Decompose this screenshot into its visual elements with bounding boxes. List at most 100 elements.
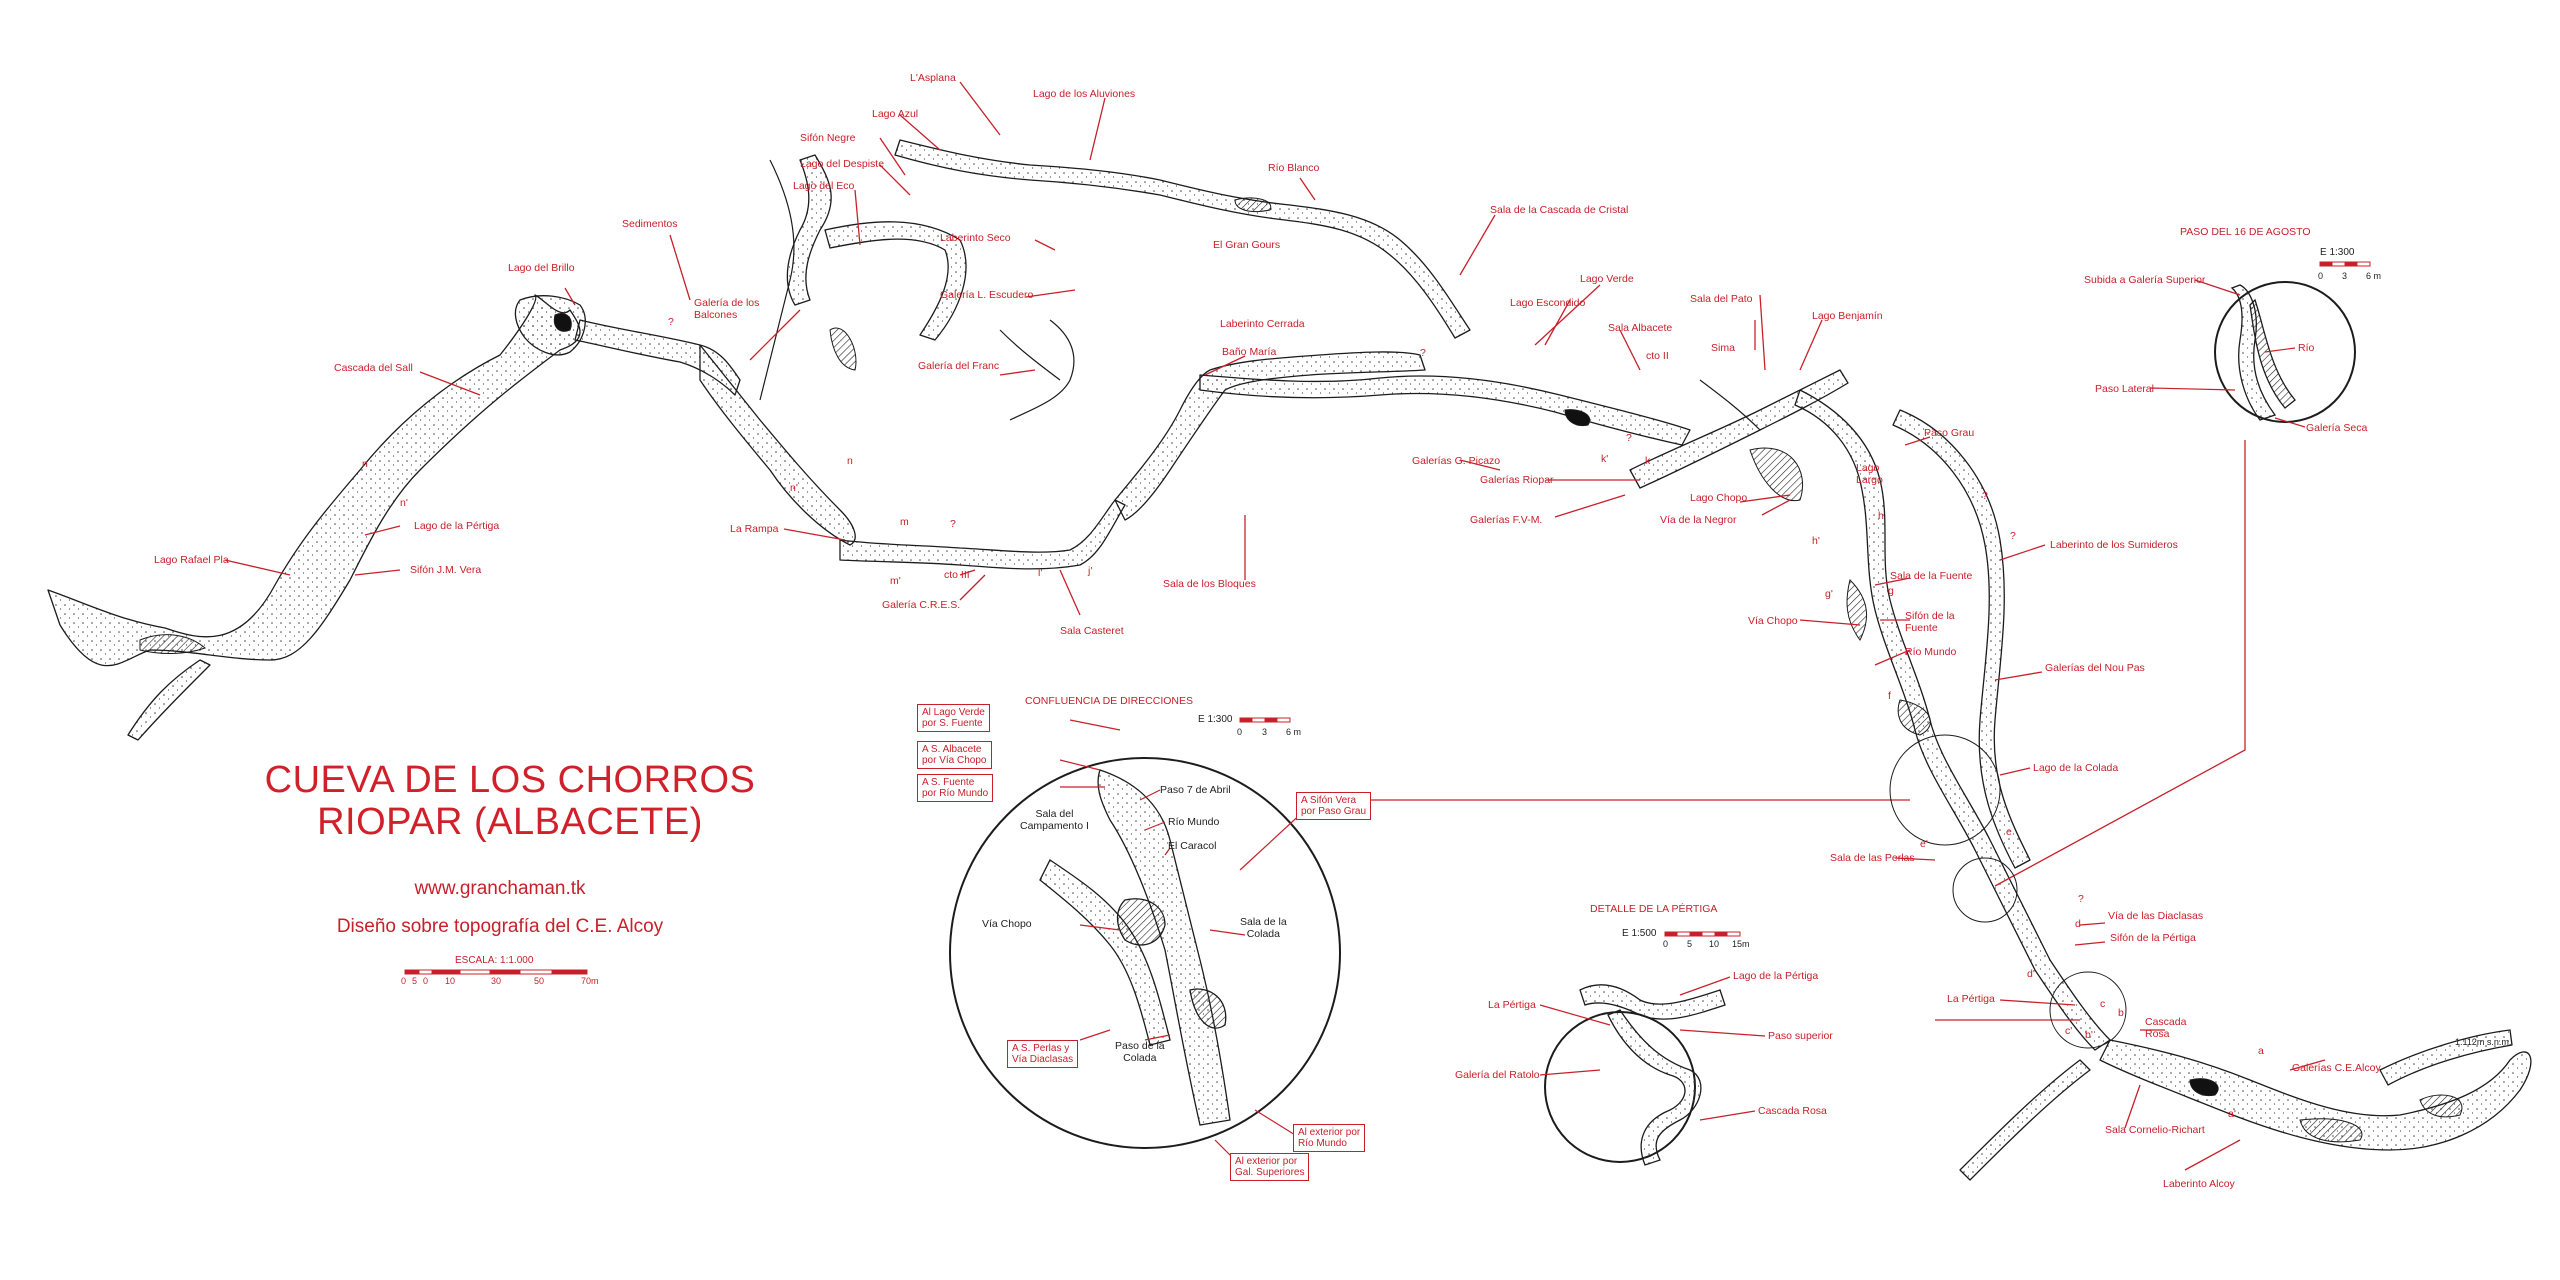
inset-confluencia-title: CONFLUENCIA DE DIRECCIONES (1025, 695, 1194, 707)
label-laberinto-cerrada: Laberinto Cerrada (1220, 318, 1305, 330)
scale-bar-pertiga (1664, 931, 1741, 937)
label-lago-brillo: Lago del Brillo (508, 262, 575, 274)
question-mark: ? (1420, 347, 1426, 359)
cave-passages (47, 139, 2532, 1181)
label-galeria-franc: Galería del Franc (918, 360, 1000, 372)
label-sima: Sima (1711, 342, 1735, 354)
label-via-chopo: Vía Chopo (1748, 615, 1798, 627)
box-ext-gal: Al exterior por Gal. Superiores (1230, 1153, 1310, 1181)
paso-drawing (2230, 284, 2296, 421)
station-letter: b' (2085, 1029, 2093, 1041)
box-lago-verde: Al Lago Verde por S. Fuente (917, 704, 990, 732)
confluencia-lines (1059, 719, 1306, 1161)
label-galerias-g-picazo: Galerías G. Picazo (1412, 455, 1501, 467)
label-galeria-l-escudero: Galería L. Escudero (940, 289, 1034, 301)
label-laberinto-sumideros: Laberinto de los Sumideros (2050, 539, 2178, 551)
label-lago-rafael-pla: Lago Rafael Pla (154, 554, 229, 566)
scale-tick: 50 (534, 976, 545, 986)
station-letter: n' (400, 497, 408, 509)
station-letter: a' (2228, 1108, 2236, 1120)
label-galerias-riopar: Galerías Riopar (1480, 474, 1554, 486)
station-letter: h' (1812, 535, 1820, 547)
label-lago-colada: Lago de la Colada (2033, 762, 2119, 774)
inset-pertiga-tick: 15m (1732, 939, 1750, 949)
pertiga-galeria-ratolo: Galería del Ratolo (1455, 1069, 1540, 1081)
label-cascada-rosa: Cascada Rosa (2145, 1016, 2187, 1040)
inset-confluencia-tick: 6 m (1286, 727, 1302, 737)
station-letter: d (2075, 918, 2081, 930)
scale-tick: 0 (401, 976, 407, 986)
paso-lines (2149, 279, 2306, 428)
label-lago-azul: Lago Azul (872, 108, 919, 120)
inset-pertiga-title: DETALLE DE LA PÉRTIGA (1590, 903, 1718, 915)
conf-sala-campamento: Sala del Campamento I (1020, 808, 1089, 832)
inset-paso-title: PASO DEL 16 DE AGOSTO (2180, 226, 2311, 238)
label-paso-grau: Paso Grau (1924, 427, 1975, 439)
label-sifon-pertiga: Sifón de la Pértiga (2110, 932, 2196, 944)
inset-paso-rio: Río (2298, 342, 2315, 354)
label-sala-pato: Sala del Pato (1690, 293, 1753, 305)
inset-confluencia-tick: 3 (1262, 727, 1268, 737)
label-la-pertiga: La Pértiga (1947, 993, 1995, 1005)
conf-el-caracol: El Caracol (1168, 840, 1217, 852)
label-lago-aluviones: Lago de los Aluviones (1033, 88, 1136, 100)
box-perlas: A S. Perlas y Vía Diaclasas (1007, 1040, 1079, 1068)
label-l-asplana: L'Asplana (910, 72, 956, 84)
station-letter: h (1878, 510, 1884, 522)
station-letter: n (847, 455, 853, 467)
inset-paso-scale: E 1:300 (2320, 247, 2355, 258)
station-letter: m' (890, 575, 901, 587)
label-sifon-fuente: Sifón de la Fuente (1905, 610, 1955, 634)
inset-paso-tick: 0 (2318, 271, 2324, 281)
label-sala-cascada-cristal: Sala de la Cascada de Cristal (1490, 204, 1629, 216)
station-letter: n (362, 458, 368, 470)
label-bano-maria: Baño María (1222, 346, 1277, 358)
inset-paso-galeria-seca: Galería Seca (2306, 422, 2368, 434)
label-rio-blanco: Río Blanco (1268, 162, 1320, 174)
question-mark: ? (950, 518, 956, 530)
question-mark: ? (2078, 893, 2084, 905)
station-letter: g (1888, 585, 1894, 597)
station-letter: k (1645, 455, 1651, 467)
scale-tick: 0 (423, 976, 429, 986)
label-galeria-balcones: Galería de los Balcones (694, 297, 760, 321)
label-gran-gours: El Gran Gours (1213, 239, 1281, 251)
leader-lines (224, 81, 2326, 1171)
scale-tick: 10 (445, 976, 456, 986)
question-mark: ? (2010, 530, 2016, 542)
label-sala-cornelio: Sala Cornelio-Richart (2105, 1124, 2205, 1136)
label-galerias-ce-alcoy: Galerías C.E.Alcoy (2292, 1062, 2381, 1074)
station-letter: b (2118, 1007, 2124, 1019)
pertiga-paso-superior: Paso superior (1768, 1030, 1833, 1042)
inset-pertiga-tick: 10 (1709, 939, 1720, 949)
pertiga-lines (1539, 976, 1766, 1121)
website-link[interactable]: www.granchaman.tk (414, 878, 586, 899)
station-letter: l' (1038, 567, 1043, 579)
scale-bar-main (404, 969, 588, 975)
label-sala-casteret: Sala Casteret (1060, 625, 1124, 637)
station-letter: m (900, 516, 909, 528)
inset-confluencia-tick: 0 (1237, 727, 1243, 737)
conf-paso-7-abril: Paso 7 de Abril (1160, 784, 1231, 796)
station-letter: d' (2027, 968, 2035, 980)
pertiga-la-pertiga: La Pértiga (1488, 999, 1536, 1011)
inset-pertiga-tick: 0 (1663, 939, 1669, 949)
pertiga-drawing (1579, 984, 1726, 1166)
inset-paso-tick: 6 m (2366, 271, 2382, 281)
scale-bar-paso (2319, 261, 2371, 267)
question-mark: ? (1626, 432, 1632, 444)
label-sala-fuente: Sala de la Fuente (1890, 570, 1973, 582)
label-la-rampa: La Rampa (730, 523, 779, 535)
label-sedimentos: Sedimentos (622, 218, 678, 230)
box-albacete: A S. Albacete por Vía Chopo (917, 741, 992, 769)
question-mark: ? (1982, 490, 1988, 502)
survey-lines (759, 159, 1761, 431)
station-letter: c (2100, 998, 2106, 1010)
inset-pertiga-tick: 5 (1687, 939, 1693, 949)
conf-paso-colada: Paso de la Colada (1115, 1040, 1165, 1064)
inset-paso-lateral: Paso Lateral (2095, 383, 2154, 395)
label-laberinto-alcoy: Laberinto Alcoy (2163, 1178, 2235, 1190)
label-galerias-fvm: Galerías F.V-M. (1470, 514, 1543, 526)
label-cto-iii: cto III (944, 569, 970, 581)
label-galerias-nou-pas: Galerías del Nou Pas (2045, 662, 2145, 674)
